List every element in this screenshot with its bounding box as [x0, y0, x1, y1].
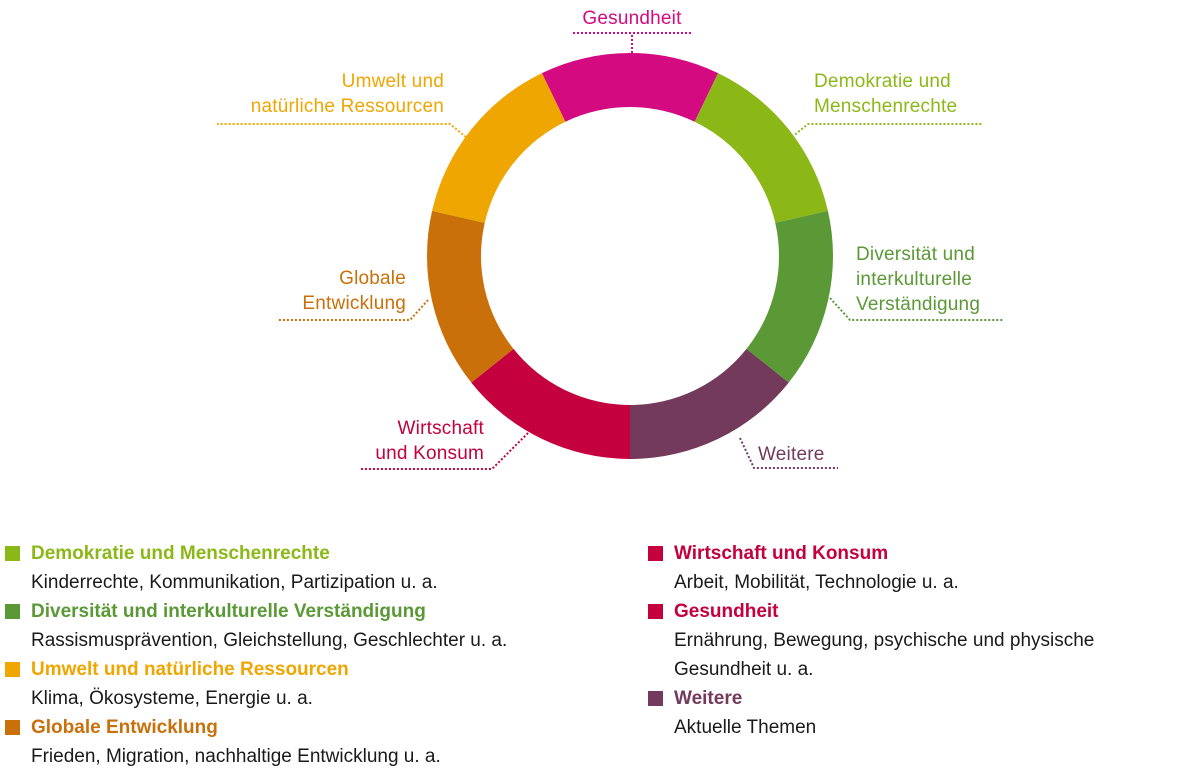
legend-description: Arbeit, Mobilität, Technologie u. a.: [674, 572, 959, 593]
legend-description: Rassismusprävention, Gleichstellung, Ges…: [31, 630, 508, 651]
legend-title: Demokratie und Menschenrechte: [31, 543, 330, 564]
legend-title: Globale Entwicklung: [31, 717, 218, 738]
callout-line: Wirtschaft: [397, 418, 484, 439]
callout-line: Verständigung: [856, 294, 981, 315]
donut-slice-6: [432, 73, 566, 223]
legend-title: Gesundheit: [674, 601, 779, 622]
callout-line: interkulturelle: [856, 269, 972, 290]
callout-line: Menschenrechte: [814, 96, 958, 117]
callout-umwelt: Umwelt und natürliche Ressourcen: [251, 69, 444, 119]
legend-swatch: [648, 604, 663, 619]
legend-item: Diversität und interkulturelle Verständi…: [5, 597, 507, 655]
callout-weitere: Weitere: [758, 442, 825, 467]
donut-slice-2: [746, 210, 833, 383]
callout-line: Gesundheit: [582, 8, 682, 29]
legend-description: Klima, Ökosysteme, Energie u. a.: [31, 688, 313, 709]
leader-wirtschaft: [360, 432, 529, 470]
legend-description: Gesundheit u. a.: [674, 659, 814, 680]
callout-line: Weitere: [758, 444, 825, 465]
callout-line: Umwelt und: [341, 71, 444, 92]
legend-swatch: [5, 546, 20, 561]
donut-slice-4: [471, 348, 630, 459]
donut-slice-0: [541, 53, 719, 122]
legend-description: Frieden, Migration, nachhaltige Entwickl…: [31, 746, 441, 767]
callout-line: natürliche Ressourcen: [250, 96, 444, 117]
donut-slice-1: [694, 73, 828, 223]
callout-line: und Konsum: [375, 443, 484, 464]
callout-line: Demokratie und: [814, 71, 951, 92]
leader-gesundheit: [573, 32, 692, 53]
legend-description: Ernährung, Bewegung, psychische und phys…: [674, 630, 1095, 651]
callout-line: Entwicklung: [302, 293, 406, 314]
legend-swatch: [5, 604, 20, 619]
leader-demokratie: [791, 123, 983, 138]
callout-line: Diversität und: [856, 244, 975, 265]
leader-globale: [278, 299, 429, 321]
legend-title: Umwelt und natürliche Ressourcen: [31, 659, 349, 680]
legend-swatch: [5, 720, 20, 735]
legend-description: Aktuelle Themen: [674, 717, 817, 738]
donut-slice-5: [426, 210, 514, 383]
leader-umwelt: [217, 123, 467, 138]
legend-swatch: [5, 662, 20, 677]
legend-description: Kinderrechte, Kommunikation, Partizipati…: [31, 572, 438, 593]
leader-diversitaet: [829, 297, 1003, 321]
legend-title: Diversität und interkulturelle Verständi…: [31, 601, 426, 622]
legend-title: Weitere: [674, 688, 743, 709]
leader-weitere: [739, 437, 838, 469]
callout-wirtschaft: Wirtschaft und Konsum: [375, 416, 484, 466]
callout-gesundheit: Gesundheit: [560, 6, 704, 31]
donut-slice-3: [630, 348, 789, 459]
legend-swatch: [648, 691, 663, 706]
callout-line: Globale: [339, 268, 406, 289]
legend-swatch: [648, 546, 663, 561]
legend-title: Wirtschaft und Konsum: [674, 543, 889, 564]
